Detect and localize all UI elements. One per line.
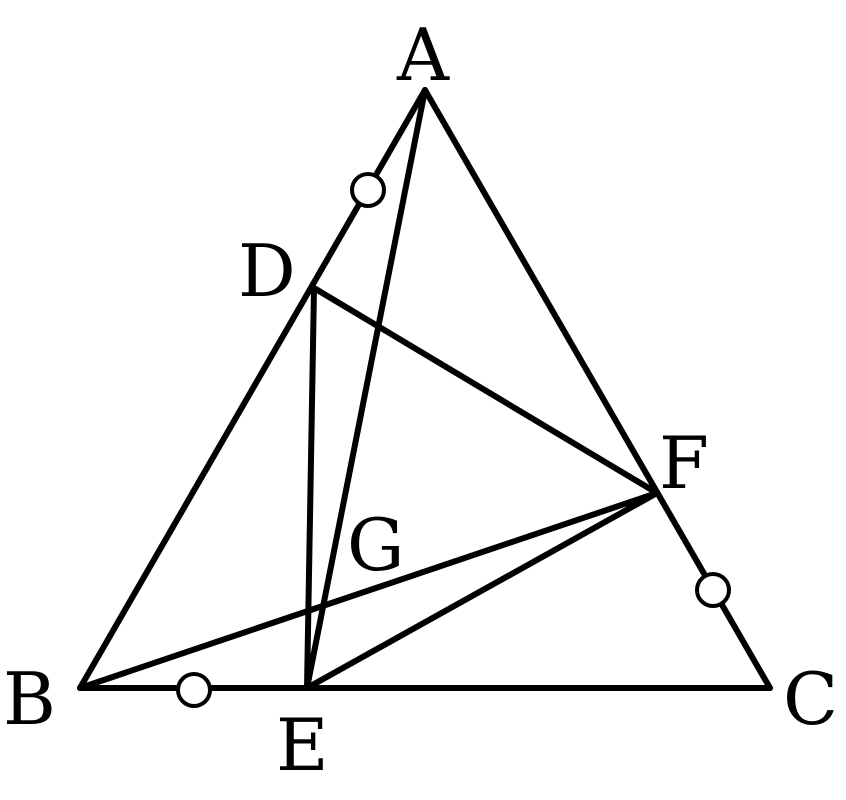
segment-BF <box>77 490 660 691</box>
equal-mark-BE <box>176 672 212 708</box>
label-C: C <box>783 657 838 741</box>
segment-DF <box>311 285 660 496</box>
label-B: B <box>3 657 56 741</box>
label-D: D <box>238 229 296 313</box>
segment-EF <box>304 490 660 691</box>
label-E: E <box>276 703 329 787</box>
equal-mark-CF <box>695 572 731 608</box>
equal-mark-AD <box>350 172 386 208</box>
label-F: F <box>659 421 709 505</box>
segment-AE <box>304 87 428 691</box>
label-A: A <box>396 13 450 97</box>
segment-DE <box>304 285 317 691</box>
label-G: G <box>347 503 405 587</box>
